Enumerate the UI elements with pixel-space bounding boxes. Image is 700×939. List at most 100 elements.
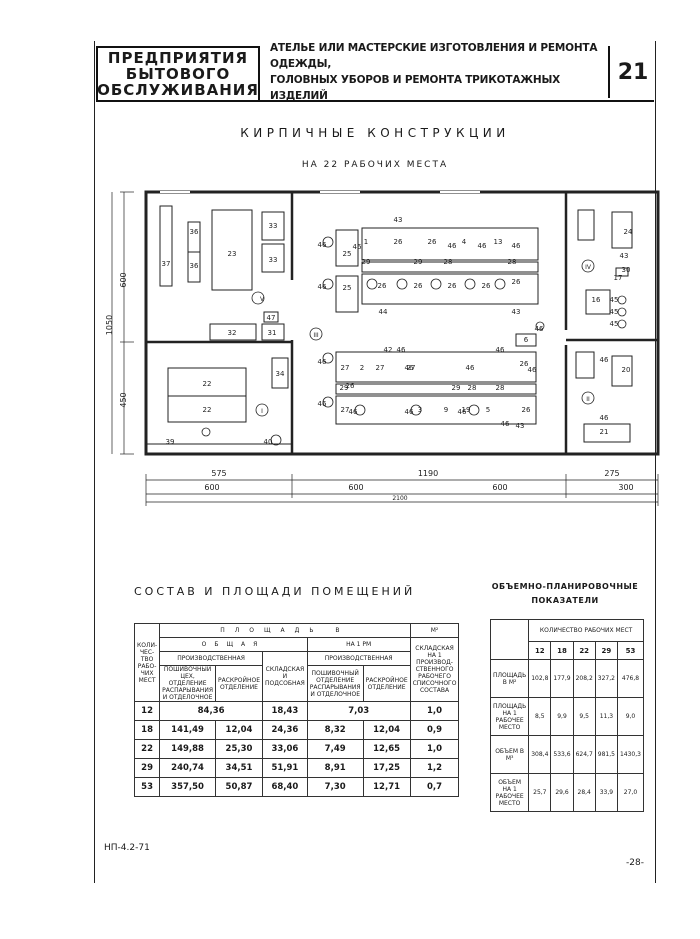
room-mark-III: III xyxy=(313,332,319,339)
equipment-label: 20 xyxy=(622,366,631,374)
equipment-label: 46 xyxy=(318,283,327,291)
table-cell: 18 xyxy=(133,720,161,740)
header-title-line-2: ГОЛОВНЫХ УБОРОВ И РЕМОНТА ТРИКОТАЖНЫХ ИЗ… xyxy=(270,74,561,102)
table-cell: 34,51 xyxy=(214,758,264,778)
table-cell: 53 xyxy=(133,777,161,797)
equipment-label: 28 xyxy=(468,384,477,392)
col-count-header: КОЛИЧЕСТВО РАБОЧИХ МЕСТ xyxy=(528,619,644,642)
document-code: НП-4.2-71 xyxy=(104,843,150,853)
col-unit-header: М² xyxy=(409,623,460,638)
plan-subtitle: НА 22 РАБОЧИХ МЕСТА xyxy=(301,160,449,170)
table-cell: 1,0 xyxy=(409,739,460,759)
col-sew2-header: ПОШИВОЧНЫЙ ОТДЕЛЕНИЕ РАСПАРЫВАНИЯ И ОТДЕ… xyxy=(306,665,364,702)
col-prod2-header: ПРОИЗВОДСТВЕННАЯ xyxy=(306,651,411,666)
dim-bottom-1: 575 xyxy=(211,469,226,478)
table-cell: 7,49 xyxy=(306,739,364,759)
table-cell: 25,7 xyxy=(528,773,552,812)
equipment-label: 27 xyxy=(407,364,416,372)
equipment-label: 9 xyxy=(444,406,448,414)
table-cell: 177,9 xyxy=(550,659,574,698)
equipment-label: 25 xyxy=(343,250,352,258)
equipment-label: 29 xyxy=(452,384,461,392)
table-cell: 33,9 xyxy=(594,773,618,812)
equipment-label: 45 xyxy=(610,320,619,328)
table-cell: 9,9 xyxy=(550,697,574,736)
row-label: ОБЪЕМ НА 1 РАБОЧЕЕ МЕСТО xyxy=(489,773,530,812)
equipment-label: 46 xyxy=(501,420,510,428)
equipment-label: 46 xyxy=(318,400,327,408)
room-mark-II: II xyxy=(586,396,590,403)
equipment-label: 26 xyxy=(428,238,437,246)
equipment-label: 47 xyxy=(267,314,276,322)
dim-bottom-5: 600 xyxy=(348,483,363,492)
page-frame xyxy=(94,41,656,883)
col-header: 29 xyxy=(594,641,618,660)
equipment-label: 25 xyxy=(343,284,352,292)
col-per-header: НА 1 РМ xyxy=(306,637,411,652)
equipment-label: 31 xyxy=(268,329,277,337)
equipment-label: 46 xyxy=(458,408,467,416)
table-cell: 17,25 xyxy=(362,758,411,778)
equipment-label: 16 xyxy=(592,296,601,304)
table-cell: 240,74 xyxy=(159,758,216,778)
equipment-label: 33 xyxy=(269,222,278,230)
equipment-label: 46 xyxy=(353,243,362,251)
table-cell: 476,8 xyxy=(616,659,644,698)
equipment-label: 46 xyxy=(496,346,505,354)
table-cell: 12 xyxy=(133,701,161,721)
equipment-label: 29 xyxy=(340,384,349,392)
dim-bottom-2: 1190 xyxy=(418,469,438,478)
equipment-label: 46 xyxy=(318,358,327,366)
header-line-2: БЫТОВОГО xyxy=(125,65,231,83)
equipment-label: 21 xyxy=(600,428,609,436)
table-cell: 22 xyxy=(133,739,161,759)
row-label: ПЛОЩАДЬ НА 1 РАБОЧЕЕ МЕСТО xyxy=(489,697,530,736)
table-cell: 208,2 xyxy=(572,659,596,698)
equipment-label: 28 xyxy=(444,258,453,266)
equipment-label: 46 xyxy=(478,242,487,250)
table-cell: 357,50 xyxy=(159,777,216,797)
col-count-header: КОЛИ-ЧЕС-ТВО РАБО-ЧИХ МЕСТ xyxy=(133,623,161,702)
table-cell: 12,71 xyxy=(362,777,411,797)
equipment-label: 46 xyxy=(466,364,475,372)
table-cell: 149,88 xyxy=(159,739,216,759)
table-cell: 84,36 xyxy=(159,701,264,721)
equipment-label: 46 xyxy=(405,364,414,372)
equipment-label: 2 xyxy=(360,364,364,372)
equipment-label: 26 xyxy=(414,282,423,290)
table-cell: 7,03 xyxy=(306,701,411,721)
empty-corner xyxy=(489,619,530,660)
outer-wall xyxy=(144,190,660,456)
dim-left-3: 450 xyxy=(119,392,128,407)
equipment-label: 29 xyxy=(362,258,371,266)
table-cell: 0,7 xyxy=(409,777,460,797)
header-line-1: ПРЕДПРИЯТИЯ xyxy=(107,49,249,67)
equipment-label: 17 xyxy=(614,274,623,282)
equipment-label: 43 xyxy=(516,422,525,430)
room-mark-V: V xyxy=(260,296,265,303)
col-header: 18 xyxy=(550,641,574,660)
equipment-label: 29 xyxy=(414,258,423,266)
table-cell: 308,4 xyxy=(528,735,552,774)
room-mark-I: I xyxy=(261,408,263,415)
table-cell: 981,5 xyxy=(594,735,618,774)
table-cell: 11,3 xyxy=(594,697,618,736)
col-header: 53 xyxy=(616,641,644,660)
dim-left-1: 600 xyxy=(119,272,128,287)
equipment-label: 34 xyxy=(276,370,285,378)
rooms-area-table: КОЛИ-ЧЕС-ТВО РАБО-ЧИХ МЕСТ ПЛОЩАДЬ В М² … xyxy=(133,623,460,797)
dim-total: 2100 xyxy=(392,495,407,502)
table-cell: 12,65 xyxy=(362,739,411,759)
equipment-label: 43 xyxy=(620,252,629,260)
equipment-label: 1 xyxy=(364,238,368,246)
row-label: ПЛОЩАДЬ В М² xyxy=(489,659,530,698)
equipment-label: 46 xyxy=(512,242,521,250)
table-cell: 9,5 xyxy=(572,697,596,736)
equipment-label: 26 xyxy=(448,282,457,290)
equipment-label: 46 xyxy=(397,346,406,354)
equipment-label: 32 xyxy=(228,329,237,337)
col-sew-header: ПОШИВОЧНЫЙ ЦЕХ, ОТДЕЛЕНИЕ РАСПАРЫВАНИЯ И… xyxy=(159,665,216,702)
